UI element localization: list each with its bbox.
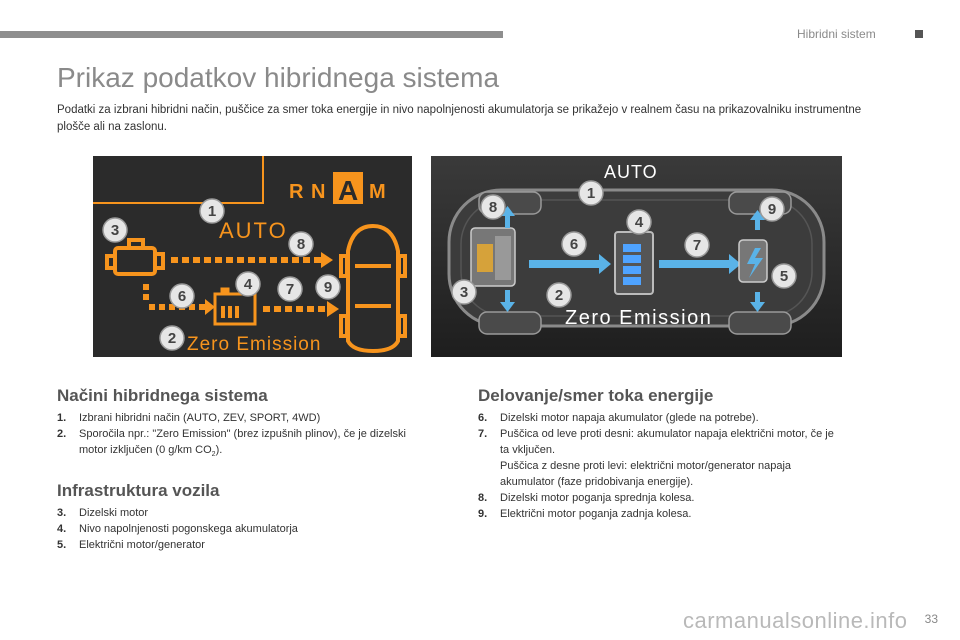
callout-4-right: 4 bbox=[635, 214, 644, 231]
gear-r: R bbox=[289, 181, 304, 203]
callout-2-right: 2 bbox=[555, 287, 563, 304]
screen-display-figure: AUTO bbox=[431, 156, 842, 357]
heading-modes: Načini hibridnega sistema bbox=[57, 386, 268, 405]
item-line: Puščica od leve proti desni: akumulator … bbox=[500, 428, 834, 440]
item-text: Sporočila npr.: "Zero Emission" (brez iz… bbox=[79, 428, 406, 440]
callout-3-right: 3 bbox=[460, 284, 468, 301]
item-number: 1. bbox=[57, 412, 67, 424]
item-line: ta vključen. bbox=[500, 444, 556, 456]
instrument-display-svg: R N A M AUTO bbox=[93, 156, 412, 357]
battery-icon bbox=[614, 231, 654, 295]
item-number: 5. bbox=[57, 539, 67, 551]
arrow-engine-to-battery bbox=[529, 254, 611, 274]
item-number: 3. bbox=[57, 507, 67, 519]
list-item: 4. Nivo napolnjenosti pogonskega akumulat… bbox=[57, 521, 457, 537]
header-bar bbox=[0, 31, 503, 38]
header-square-icon bbox=[915, 30, 923, 38]
gear-a: A bbox=[338, 175, 358, 206]
callout-6-right: 6 bbox=[570, 236, 578, 253]
page-title: Prikaz podatkov hibridnega sistema bbox=[57, 62, 500, 93]
gear-n: N bbox=[311, 181, 325, 203]
item-text: Dizelski motor bbox=[79, 507, 149, 519]
arrow-battery-to-motor bbox=[659, 254, 741, 274]
callout-7-left: 7 bbox=[286, 281, 294, 298]
item-line: Dizelski motor poganja sprednja kolesa. bbox=[500, 492, 695, 504]
item-number: 6. bbox=[478, 412, 488, 424]
heading-energy-flow: Delovanje/smer toka energije bbox=[478, 386, 714, 405]
mode-auto-left: AUTO bbox=[219, 218, 288, 243]
item-text: Izbrani hibridni način (AUTO, ZEV, SPORT… bbox=[79, 412, 321, 424]
item-text: Električni motor/generator bbox=[79, 539, 205, 551]
intro-text: Podatki za izbrani hibridni način, pušči… bbox=[57, 104, 862, 133]
callout-8-right: 8 bbox=[489, 199, 497, 216]
list-item: 9. Električni motor poganja zadnja koles… bbox=[478, 506, 898, 522]
header-section-title: Hibridni sistem bbox=[797, 27, 876, 41]
item-number: 9. bbox=[478, 508, 488, 520]
list-item: 7. Puščica od leve proti desni: akumulat… bbox=[478, 426, 898, 490]
zero-emission-right: Zero Emission bbox=[565, 307, 712, 329]
callout-4-left: 4 bbox=[244, 276, 253, 293]
list-modes: 1. Izbrani hibridni način (AUTO, ZEV, SP… bbox=[57, 410, 457, 463]
list-item: 6. Dizelski motor napaja akumulator (gle… bbox=[478, 410, 898, 426]
instrument-display-figure: R N A M AUTO bbox=[93, 156, 412, 357]
zero-emission-left: Zero Emission bbox=[187, 334, 321, 355]
electric-motor-icon bbox=[738, 239, 768, 283]
car-outline-icon bbox=[339, 223, 407, 354]
list-energy-flow: 6. Dizelski motor napaja akumulator (gle… bbox=[478, 410, 898, 522]
item-text-close: ). bbox=[215, 444, 223, 456]
callout-6-left: 6 bbox=[178, 288, 186, 305]
callout-9-right: 9 bbox=[768, 201, 776, 218]
item-line: Dizelski motor napaja akumulator (glede … bbox=[500, 412, 759, 424]
engine-block-icon bbox=[470, 227, 516, 287]
list-item: 8. Dizelski motor poganja sprednja koles… bbox=[478, 490, 898, 506]
list-item: 5. Električni motor/generator bbox=[57, 537, 457, 553]
list-item: 2. Sporočila npr.: "Zero Emission" (brez… bbox=[57, 426, 457, 463]
co2-subscript: 2 bbox=[211, 451, 216, 459]
item-text-co2: motor izključen (0 g/km CO bbox=[79, 444, 212, 456]
item-line: Električni motor poganja zadnja kolesa. bbox=[500, 508, 692, 520]
list-item: 3. Dizelski motor bbox=[57, 505, 457, 521]
mode-auto-right: AUTO bbox=[604, 162, 658, 182]
arrow-motor-rear-wheels bbox=[750, 210, 765, 312]
screen-display-svg: AUTO bbox=[431, 156, 842, 357]
heading-infrastructure: Infrastruktura vozila bbox=[57, 481, 220, 500]
item-line: Puščica z desne proti levi: električni m… bbox=[500, 460, 792, 472]
item-number: 7. bbox=[478, 428, 488, 440]
item-text-continued: motor izključen (0 g/km CO2). bbox=[79, 442, 457, 463]
callout-9-left: 9 bbox=[324, 279, 332, 296]
callout-3-left: 3 bbox=[111, 222, 119, 239]
callout-5-right: 5 bbox=[780, 268, 788, 285]
list-infrastructure: 3. Dizelski motor 4. Nivo napolnjenosti po… bbox=[57, 505, 457, 553]
item-text: Nivo napolnjenosti pogonskega akumulator… bbox=[79, 523, 298, 535]
gear-m: M bbox=[369, 181, 386, 203]
engine-icon bbox=[105, 238, 165, 276]
arrow-engine-to-wheels bbox=[171, 252, 333, 268]
callout-1-left: 1 bbox=[208, 203, 216, 220]
list-item: 1. Izbrani hibridni način (AUTO, ZEV, SP… bbox=[57, 410, 457, 426]
page-number: 33 bbox=[924, 612, 938, 626]
callout-2-left: 2 bbox=[168, 330, 176, 347]
callout-1-right: 1 bbox=[587, 185, 595, 202]
watermark-text: carmanualsonline.info bbox=[683, 608, 908, 633]
callout-7-right: 7 bbox=[693, 237, 701, 254]
item-number: 2. bbox=[57, 428, 67, 440]
callout-8-left: 8 bbox=[297, 236, 305, 253]
arrow-battery-to-wheels bbox=[263, 301, 339, 317]
item-number: 4. bbox=[57, 523, 67, 535]
item-line: akumulator (faze pridobivanja energije). bbox=[500, 476, 694, 488]
item-number: 8. bbox=[478, 492, 488, 504]
